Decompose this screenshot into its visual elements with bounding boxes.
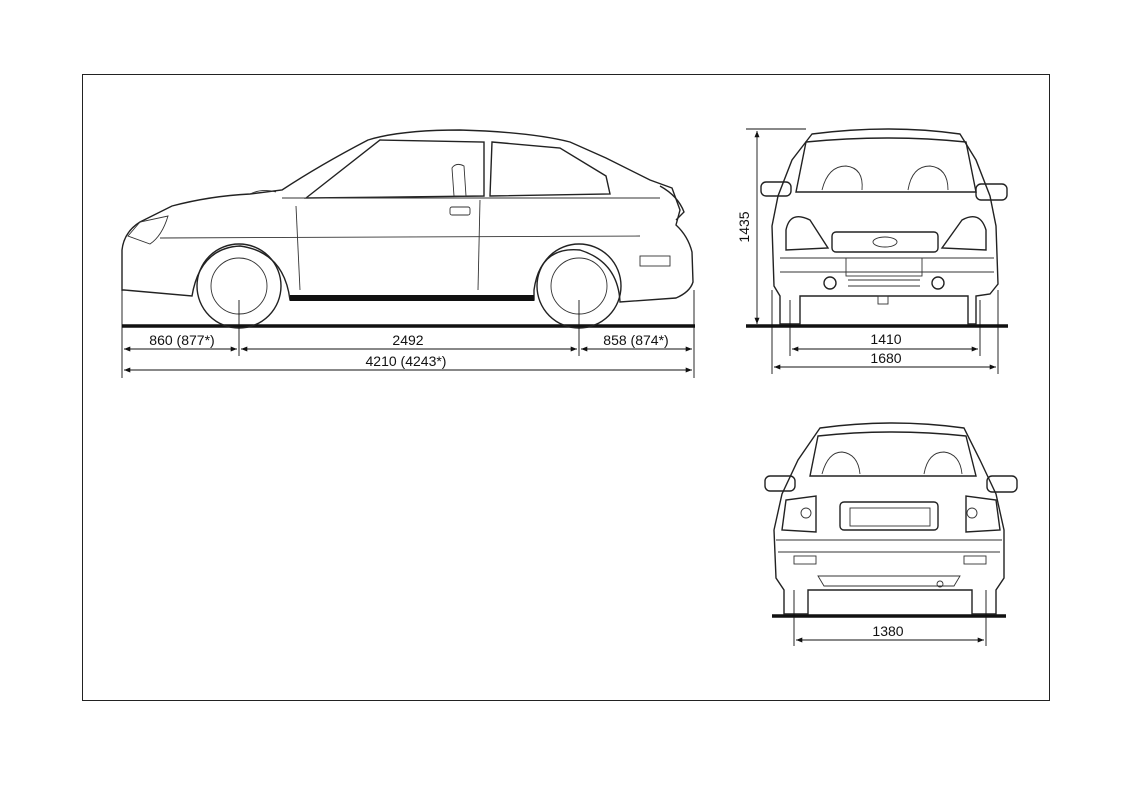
side-rear-window xyxy=(490,142,610,196)
side-door-front-edge xyxy=(296,206,300,290)
front-lower-grille xyxy=(848,280,920,286)
side-rear-marker xyxy=(640,256,670,266)
front-foglight-right xyxy=(932,277,944,289)
front-headlight-left xyxy=(786,217,828,250)
label-front-overhang: 860 (877*) xyxy=(149,332,214,348)
label-wheelbase: 2492 xyxy=(392,332,423,348)
side-spoiler xyxy=(660,186,684,220)
label-height: 1435 xyxy=(736,211,752,242)
front-seat-right xyxy=(908,166,948,190)
rear-mirror-left xyxy=(765,476,795,491)
rear-lamp-left-dot xyxy=(801,508,811,518)
side-door-handle xyxy=(450,207,470,215)
side-headlight xyxy=(128,216,168,244)
rear-reflector-left xyxy=(794,556,816,564)
front-windshield xyxy=(796,138,976,192)
rear-bumper-lines xyxy=(776,540,1002,552)
rear-plate xyxy=(850,508,930,526)
side-door-rear-edge xyxy=(478,200,480,290)
rear-lamp-right xyxy=(966,496,1000,532)
side-body-outline xyxy=(122,130,693,302)
front-plate xyxy=(846,258,922,276)
rear-lamp-right-dot xyxy=(967,508,977,518)
front-body-outline xyxy=(772,129,998,324)
rear-headrest-left xyxy=(822,452,860,474)
rear-headrest-right xyxy=(924,452,962,474)
front-mirror-left xyxy=(761,182,791,196)
front-grille xyxy=(832,232,938,252)
side-crease-line xyxy=(160,236,640,238)
front-headlight-right xyxy=(942,217,986,250)
front-seat-left xyxy=(822,166,862,190)
side-front-window xyxy=(306,140,484,198)
front-mirror-right xyxy=(976,184,1007,200)
label-overall-width: 1680 xyxy=(870,350,901,366)
front-view: 1435 1410 1680 xyxy=(736,129,1008,374)
side-view: 860 (877*) 2492 858 (874*) 4210 (4243*) xyxy=(122,130,695,378)
label-overall-length: 4210 (4243*) xyxy=(366,353,447,369)
label-front-track: 1410 xyxy=(870,331,901,347)
front-foglight-left xyxy=(824,277,836,289)
label-rear-overhang: 858 (874*) xyxy=(603,332,668,348)
front-badge xyxy=(873,237,897,247)
side-headrest xyxy=(452,164,466,196)
label-rear-track: 1380 xyxy=(872,623,903,639)
rear-reflector-right xyxy=(964,556,986,564)
front-tow-hook xyxy=(878,296,888,304)
rear-view: 1380 xyxy=(765,423,1017,646)
front-bumper-lines xyxy=(780,258,994,272)
